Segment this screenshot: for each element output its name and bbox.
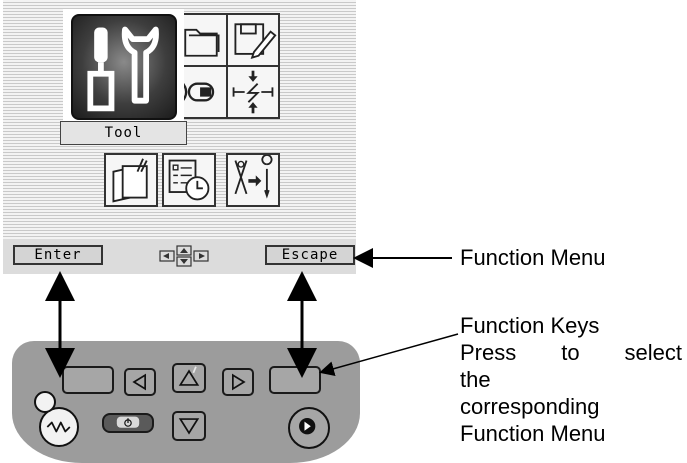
waveform-key[interactable] (39, 407, 79, 447)
save-edit-icon[interactable] (226, 13, 280, 67)
function-keys-line-5: Function Menu (460, 421, 606, 446)
notes-icon[interactable] (104, 153, 158, 207)
function-menu-bar: Enter Escape (3, 239, 356, 274)
function-keys-callout: Function Keys Press to select the corres… (460, 312, 682, 447)
left-function-key[interactable] (62, 366, 114, 394)
power-key[interactable] (102, 413, 154, 433)
enter-button[interactable]: Enter (13, 245, 103, 265)
tool-popup[interactable]: Tool (60, 9, 187, 145)
left-arrow-key[interactable] (124, 368, 156, 396)
function-keys-line-2: Press to select (460, 340, 682, 365)
lcd-screen: Tool Enter Escape (3, 0, 356, 274)
schedule-icon[interactable] (162, 153, 216, 207)
cursor-arrows-icon (154, 245, 214, 267)
transfer-icon[interactable] (226, 65, 280, 119)
function-menu-callout: Function Menu (460, 245, 606, 270)
function-keys-line-4: corresponding (460, 394, 600, 419)
tool-label: Tool (60, 121, 187, 145)
function-keys-line-3: the (460, 367, 491, 392)
keypad-panel (12, 341, 360, 463)
icon-menu-grid: Tool (3, 0, 356, 239)
wire-setting-icon[interactable] (226, 153, 280, 207)
right-arrow-key[interactable] (222, 368, 254, 396)
play-key[interactable] (288, 407, 330, 449)
right-function-key[interactable] (269, 366, 321, 394)
function-keys-line-1: Function Keys (460, 313, 600, 338)
escape-button[interactable]: Escape (265, 245, 355, 265)
waveform-key-tab (34, 391, 56, 413)
up-arrow-key[interactable] (172, 363, 206, 393)
tool-icon (71, 14, 177, 120)
down-arrow-key[interactable] (172, 411, 206, 441)
